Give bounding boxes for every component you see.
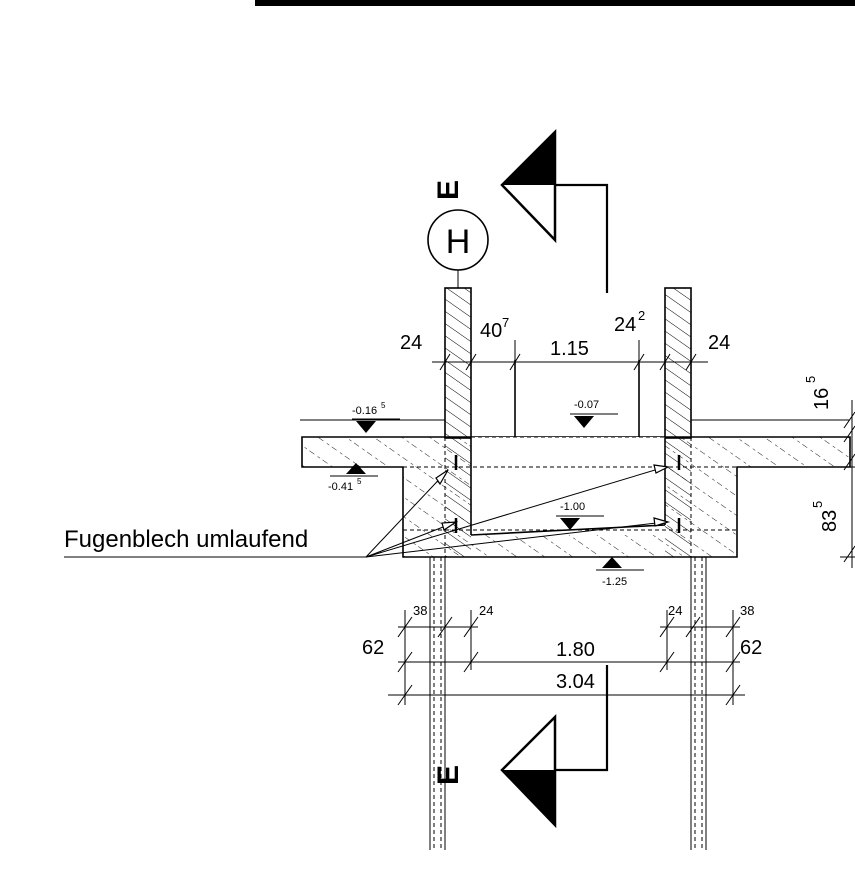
dim-38-left: 38 <box>413 603 427 618</box>
dim-24-left: 24 <box>400 332 422 354</box>
dimension-chain-bottom-2: 62 1.80 62 <box>362 637 762 673</box>
dim-38-right: 38 <box>740 603 754 618</box>
section-label-top: E <box>432 180 465 200</box>
dim-24-bottom-right: 24 <box>668 603 682 618</box>
dim-3-04: 3.04 <box>556 671 595 693</box>
level-1-sup: 5 <box>381 401 386 410</box>
axis-label: H <box>446 223 471 261</box>
level-marker-3: -0.41 5 <box>328 463 378 493</box>
note-fugenblech: Fugenblech umlaufend <box>64 464 671 558</box>
dim-62-right: 62 <box>740 637 762 659</box>
level-3-text: -0.41 <box>328 481 353 493</box>
level-4-text: -1.00 <box>560 501 585 513</box>
dim-83-sup: 5 <box>810 501 825 508</box>
dim-83: 83 <box>819 510 841 532</box>
level-marker-5: -1.25 <box>596 557 644 588</box>
section-marker-top: E <box>432 128 609 293</box>
dim-24-bottom-left: 24 <box>479 603 493 618</box>
dim-1-80: 1.80 <box>556 639 595 661</box>
dim-1-15: 1.15 <box>550 338 589 360</box>
section-label-bottom: E <box>432 765 465 785</box>
level-1-text: -0.16 <box>352 405 377 417</box>
dim-24-2: 24 <box>614 314 636 336</box>
level-3-sup: 5 <box>357 477 362 486</box>
level-marker-2: -0.07 <box>570 399 618 428</box>
dim-16: 16 <box>811 388 833 410</box>
section-marker-bottom: E <box>432 665 609 829</box>
dim-24-right: 24 <box>708 332 730 354</box>
dim-62-left: 62 <box>362 637 384 659</box>
dimension-chain-top: 24 40 7 1.15 24 2 24 <box>400 308 730 371</box>
level-marker-1: -0.16 5 <box>352 401 400 433</box>
dimension-chain-bottom-3: 3.04 <box>388 671 745 706</box>
level-5-text: -1.25 <box>602 576 627 588</box>
axis-bubble: H <box>427 209 489 288</box>
dimension-chain-right: 16 5 83 5 <box>803 376 855 568</box>
dim-24-2-sup: 2 <box>638 308 645 323</box>
dim-40-sup: 7 <box>502 315 509 330</box>
dimension-chain-bottom-1: 38 24 24 38 <box>397 603 754 705</box>
dim-16-sup: 5 <box>803 376 818 383</box>
dim-40: 40 <box>480 320 502 342</box>
slab-and-pit <box>300 419 851 558</box>
walls <box>444 287 692 439</box>
note-text: Fugenblech umlaufend <box>64 526 308 553</box>
piles <box>429 557 707 850</box>
level-2-text: -0.07 <box>574 399 599 411</box>
level-marker-4: -1.00 <box>556 501 604 530</box>
title-border-bar <box>255 0 855 6</box>
